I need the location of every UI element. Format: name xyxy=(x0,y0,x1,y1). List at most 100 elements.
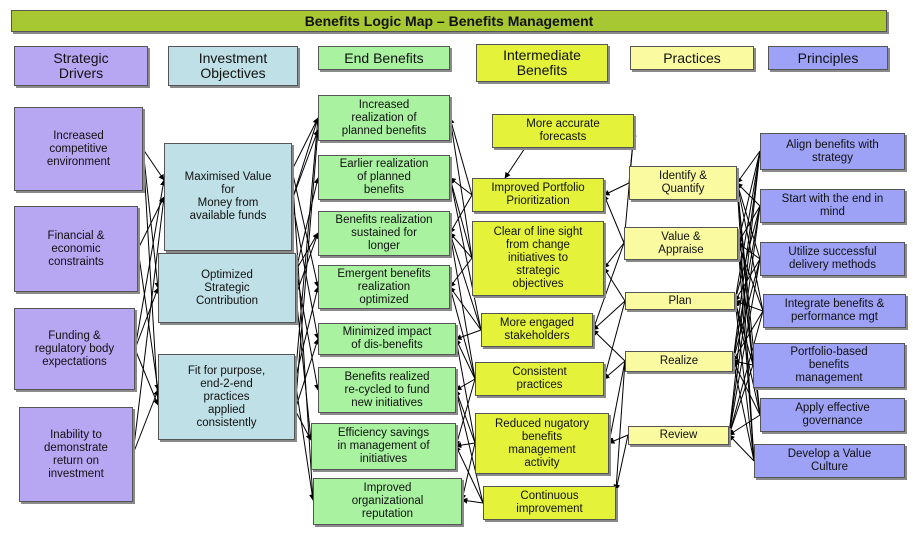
connector-arrow xyxy=(291,169,316,501)
intermediate-continuous-improvement: Continuous improvement xyxy=(483,486,616,520)
connector-arrow xyxy=(608,434,629,444)
connector-arrow xyxy=(134,287,159,350)
principle-value-culture: Develop a Value Culture xyxy=(754,444,905,478)
end-benefit-minimized-dis-benefits: Minimized impact of dis-benefits xyxy=(318,323,456,355)
header-principles: Principles xyxy=(768,46,888,70)
connector-arrow xyxy=(449,194,473,234)
connector-arrow xyxy=(726,205,761,436)
connector-arrow xyxy=(295,177,320,271)
connector-arrow xyxy=(603,194,625,244)
end-benefit-emergent-optimized: Emergent benefits realization optimized xyxy=(318,265,450,309)
connector-arrow xyxy=(732,300,755,462)
principle-start-with-end: Start with the end in mind xyxy=(760,189,905,223)
intermediate-clear-line-of-sight: Clear of line sight from change initiati… xyxy=(472,221,604,296)
header-end-benefits: End Benefits xyxy=(318,46,450,70)
connector-arrow xyxy=(732,360,761,416)
connector-arrow xyxy=(291,117,320,201)
connector-arrow xyxy=(607,360,626,444)
connector-arrow xyxy=(731,360,755,462)
connector-arrow xyxy=(455,378,476,391)
connector-arrow xyxy=(732,150,761,302)
intermediate-engaged-stakeholders: More engaged stakeholders xyxy=(481,313,593,347)
map-title: Benefits Logic Map – Benefits Management xyxy=(11,10,887,32)
end-benefit-improved-reputation: Improved organizational reputation xyxy=(313,478,462,525)
header-strategic-drivers: Strategic Drivers xyxy=(14,46,148,86)
connector-arrow xyxy=(454,389,476,444)
connector-arrow xyxy=(602,300,626,380)
connector-arrow xyxy=(142,148,161,406)
end-benefit-increased-realization: Increased realization of planned benefit… xyxy=(318,95,450,141)
connector-arrow xyxy=(448,286,476,380)
connector-arrow xyxy=(455,338,476,380)
connector-arrow xyxy=(295,232,319,271)
objective-maximised-value: Maximised Value for Money from available… xyxy=(164,143,292,251)
connector-arrow xyxy=(603,360,626,380)
connector-arrow xyxy=(455,442,476,449)
end-benefit-recycled-funds: Benefits realized re-cycled to fund new … xyxy=(318,367,456,413)
connector-arrow xyxy=(455,329,482,340)
connector-arrow xyxy=(603,242,625,269)
intermediate-consistent-practices: Consistent practices xyxy=(475,362,604,396)
connector-arrow xyxy=(735,242,755,462)
principle-utilize-delivery-methods: Utilize successful delivery methods xyxy=(760,242,905,276)
connector-arrow xyxy=(735,182,761,260)
connector-arrow xyxy=(733,205,761,302)
principle-integrate-performance: Integrate benefits & performance mgt xyxy=(763,294,906,328)
header-intermediate-benefits: Intermediate Benefits xyxy=(476,44,608,82)
connector-arrow xyxy=(142,148,165,181)
connector-arrow xyxy=(448,177,473,259)
connector-arrow xyxy=(728,434,755,462)
connector-arrow xyxy=(291,129,319,201)
connector-arrow xyxy=(294,117,321,381)
principle-align-benefits: Align benefits with strategy xyxy=(760,133,905,170)
driver-inability-demonstrate-return: Inability to demonstrate return on inves… xyxy=(19,407,133,502)
connector-arrow xyxy=(448,117,473,196)
principle-portfolio-based: Portfolio-based benefits management xyxy=(753,343,905,388)
connector-arrow xyxy=(613,360,626,491)
connector-arrow xyxy=(294,338,320,411)
connector-arrow xyxy=(132,196,167,455)
connector-arrow xyxy=(603,182,630,196)
intermediate-reduced-nugatory: Reduced nugatory benefits management act… xyxy=(475,413,609,474)
connector-arrow xyxy=(294,409,312,441)
connector-arrow xyxy=(734,258,761,302)
connector-arrow xyxy=(727,310,764,436)
intermediate-more-accurate-forecasts: More accurate forecasts xyxy=(492,114,634,148)
objective-fit-for-purpose: Fit for purpose, end-2-end practices app… xyxy=(158,354,295,440)
principle-effective-governance: Apply effective governance xyxy=(760,398,905,432)
connector-arrow xyxy=(454,378,476,447)
connector-arrow xyxy=(461,497,484,504)
connector-arrow xyxy=(134,179,167,350)
connector-arrow xyxy=(294,129,321,411)
connector-arrow xyxy=(447,117,473,259)
connector-arrow xyxy=(134,348,159,406)
end-benefit-efficiency-savings: Efficiency savings in management of init… xyxy=(311,423,456,470)
connector-arrow xyxy=(737,242,764,312)
connector-arrow xyxy=(734,182,755,462)
header-investment-objectives: Investment Objectives xyxy=(168,46,298,86)
driver-funding-expectations: Funding & regulatory body expectations xyxy=(14,308,135,390)
connector-arrow xyxy=(454,338,476,444)
connector-arrow xyxy=(132,389,159,455)
end-benefit-sustained-longer: Benefits realization sustained for longe… xyxy=(318,211,450,256)
connector-arrow xyxy=(448,232,482,331)
connector-arrow xyxy=(736,150,761,184)
connector-arrow xyxy=(449,257,473,288)
header-practices: Practices xyxy=(630,46,754,70)
connector-arrow xyxy=(728,414,761,436)
connector-arrow xyxy=(592,300,626,331)
connector-arrow xyxy=(735,182,764,312)
connector-arrow xyxy=(732,310,764,362)
connector-arrow xyxy=(733,300,754,366)
practice-value-appraise: Value & Appraise xyxy=(624,227,738,260)
practice-realize: Realize xyxy=(625,351,733,372)
connector-arrow xyxy=(455,445,484,504)
connector-arrow xyxy=(592,329,626,362)
practice-identify-quantify: Identify & Quantify xyxy=(629,166,737,200)
driver-competitive-environment: Increased competitive environment xyxy=(14,107,143,191)
connector-arrow xyxy=(504,147,526,179)
objective-strategic-contribution: Optimized Strategic Contribution xyxy=(158,253,296,323)
driver-financial-constraints: Financial & economic constraints xyxy=(14,206,138,292)
connector-arrow xyxy=(614,434,629,491)
